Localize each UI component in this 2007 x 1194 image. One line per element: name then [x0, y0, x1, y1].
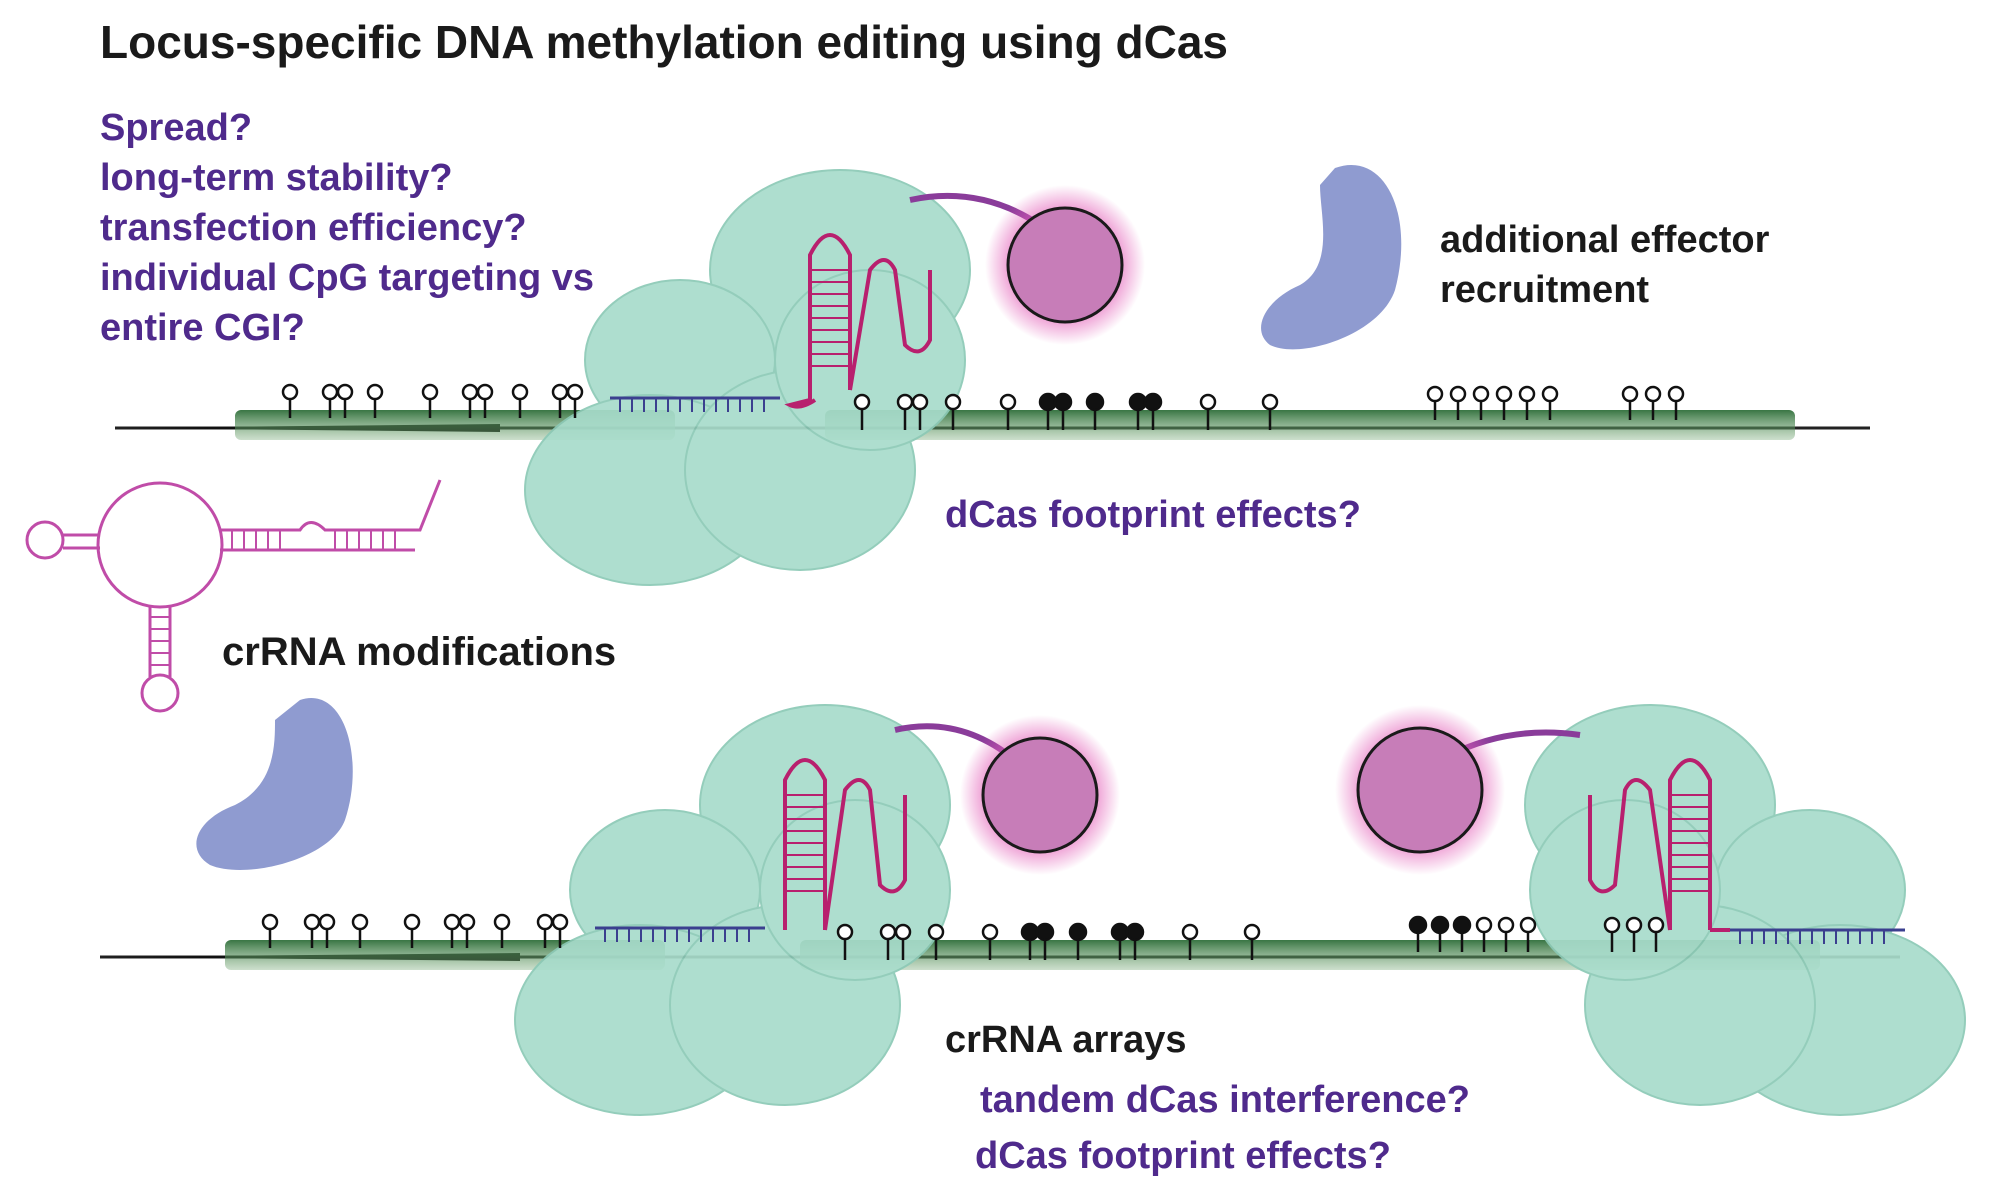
- dcas-protein-bottom-right: [1524, 704, 1966, 1116]
- effector-domain-bottom-left: [981, 736, 1099, 854]
- dna-band-top-right: [825, 410, 1795, 440]
- top-panel: additional effector recruitment dCas foo…: [115, 164, 1870, 586]
- figure-title: Locus-specific DNA methylation editing u…: [100, 16, 1228, 68]
- question-spread: Spread?: [100, 107, 252, 149]
- crrna-spacer-bottom-left: [595, 926, 765, 942]
- crrna-spacer-bottom-right: [1730, 928, 1905, 944]
- cpg-sites-top: [281, 383, 1685, 430]
- cpg-sites-bottom: [261, 913, 1665, 960]
- additional-effector-label-line1: additional effector: [1440, 219, 1770, 261]
- effector-domain-top: [1006, 206, 1124, 324]
- crrna-hairpin-bottom-left: [783, 758, 907, 931]
- crrna-arrays-label: crRNA arrays: [945, 1019, 1187, 1061]
- crrna-hairpin-bottom-right: [1588, 758, 1730, 932]
- dcas-protein-top: [524, 169, 971, 586]
- crrna-structure-icon: [25, 479, 442, 713]
- additional-effector-label-line2: recruitment: [1440, 269, 1649, 311]
- crrna-modifications-label: crRNA modifications: [222, 630, 616, 674]
- recruited-effector-icon-top: [1261, 164, 1402, 350]
- dcas-protein-bottom-left: [514, 704, 951, 1116]
- crrna-spacer-top: [610, 396, 780, 412]
- question-transfection: transfection efficiency?: [100, 207, 527, 249]
- footprint-effects-top: dCas footprint effects?: [945, 494, 1361, 536]
- crrna-hairpin-top: [784, 233, 932, 409]
- tandem-interference-label: tandem dCas interference?: [980, 1079, 1470, 1121]
- top-questions: Spread? long-term stability? transfectio…: [100, 107, 594, 349]
- bottom-panel: crRNA arrays tandem dCas interference? d…: [100, 704, 1966, 1177]
- question-cpg-targeting: individual CpG targeting vs: [100, 257, 594, 299]
- footprint-effects-bottom: dCas footprint effects?: [975, 1135, 1391, 1177]
- effector-domain-bottom-right: [1356, 726, 1484, 854]
- question-stability: long-term stability?: [100, 157, 453, 199]
- recruited-effector-icon-bottom: [196, 698, 353, 870]
- question-entire-cgi: entire CGI?: [100, 307, 305, 349]
